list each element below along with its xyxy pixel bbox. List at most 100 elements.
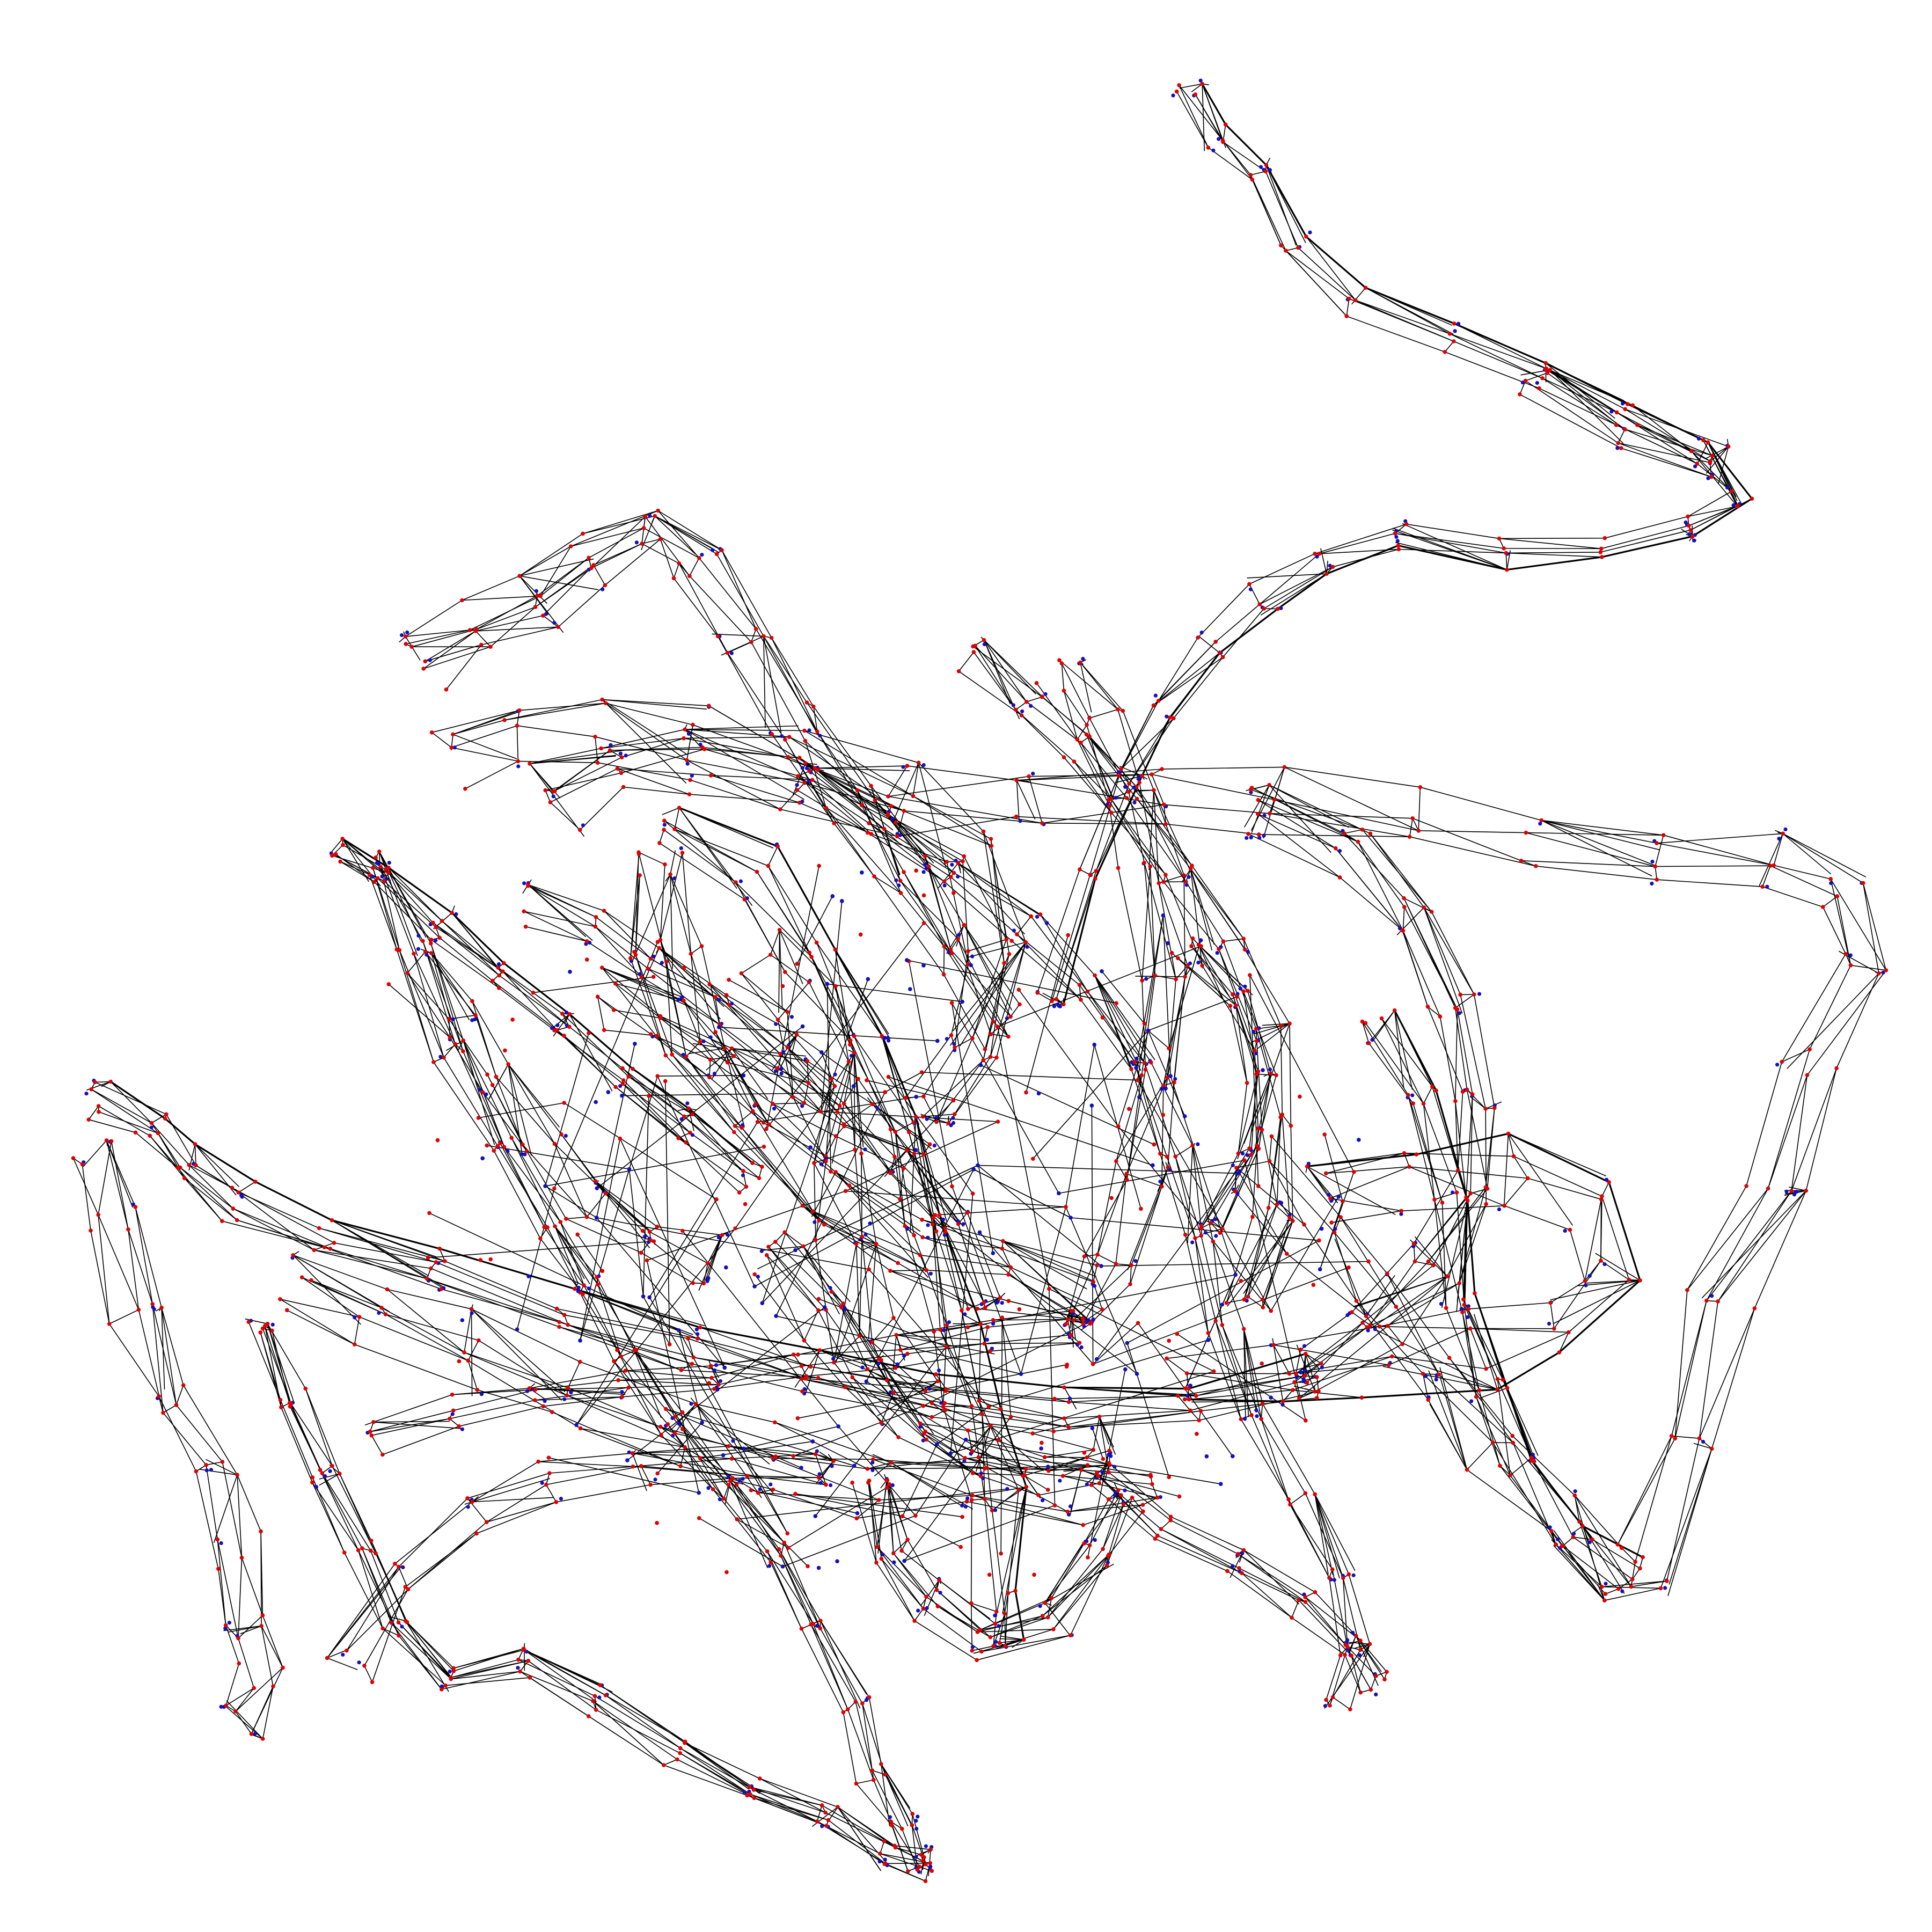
graph-edge (731, 1048, 769, 1100)
graph-node (1607, 1180, 1611, 1184)
graph-edge (688, 1108, 741, 1170)
graph-node (1101, 1457, 1106, 1461)
graph-edge (1153, 789, 1192, 873)
graph-node (928, 1864, 933, 1869)
graph-edge (1126, 1074, 1143, 1181)
graph-node (1050, 999, 1054, 1004)
graph-node (739, 971, 744, 976)
graph-node (920, 1218, 924, 1222)
graph-edge (904, 1416, 1012, 1562)
graph-node (1185, 1394, 1190, 1398)
graph-edge (1618, 1578, 1633, 1590)
graph-node (253, 1180, 258, 1184)
graph-node (706, 1486, 711, 1490)
graph-node (1196, 961, 1201, 965)
graph-node (1669, 1434, 1674, 1438)
graph-node (657, 841, 662, 845)
graph-edge (1295, 1322, 1363, 1374)
graph-node (1133, 1259, 1138, 1263)
graph-node (978, 1474, 983, 1479)
graph-edge (1351, 1655, 1361, 1693)
graph-edge (387, 1616, 406, 1621)
graph-edge-path (425, 543, 994, 1022)
graph-node (1069, 1333, 1073, 1337)
graph-node (807, 769, 811, 773)
graph-node (711, 1487, 715, 1491)
graph-edge (796, 896, 833, 964)
graph-node (1091, 1362, 1095, 1366)
graph-edge (874, 1462, 891, 1476)
graph-edge (432, 922, 503, 972)
graph-node (470, 1311, 474, 1315)
graph-edge (1319, 1201, 1343, 1270)
graph-node (1177, 1494, 1182, 1499)
graph-node (975, 1630, 980, 1634)
graph-edge (967, 1274, 1236, 1328)
graph-edge (983, 639, 1011, 704)
graph-node (452, 745, 457, 750)
graph-node (785, 1045, 790, 1050)
graph-node (706, 1261, 710, 1265)
graph-edge (1504, 1177, 1528, 1206)
graph-edge (175, 1385, 184, 1406)
graph-node (1081, 657, 1085, 661)
graph-edge (110, 1081, 153, 1124)
graph-node (819, 1162, 823, 1166)
graph-edge (1462, 1312, 1480, 1391)
graph-node (223, 1626, 228, 1630)
graph-edge (902, 1516, 961, 1548)
graph-node (920, 1858, 925, 1863)
graph-node (708, 1057, 713, 1062)
graph-edge (618, 1380, 719, 1385)
graph-edge (1195, 94, 1224, 141)
graph-edge (1126, 1240, 1320, 1344)
graph-node (701, 1281, 706, 1286)
graph-edge (1247, 573, 1327, 579)
graph-node (1455, 1168, 1460, 1173)
graph-node (1462, 1302, 1467, 1307)
graph-node (423, 949, 428, 954)
graph-edge (940, 1329, 972, 1407)
graph-node (1766, 1186, 1770, 1191)
graph-node (1716, 1299, 1720, 1304)
graph-edge (777, 982, 810, 1020)
graph-node (469, 1307, 474, 1311)
graph-node (1604, 1582, 1608, 1586)
graph-edge (1391, 1356, 1498, 1390)
graph-edge (815, 1453, 826, 1485)
graph-node (829, 1483, 833, 1488)
graph-node (449, 1677, 453, 1681)
graph-node (734, 880, 738, 884)
graph-node (619, 771, 624, 775)
graph-node (970, 1648, 975, 1653)
graph-node (631, 1464, 635, 1469)
graph-edge (670, 874, 673, 969)
graph-node (460, 1427, 465, 1431)
graph-node (998, 1296, 1002, 1300)
graph-node (722, 1365, 727, 1370)
graph-edge (1153, 789, 1160, 884)
graph-node (236, 1190, 241, 1195)
graph-node (774, 1314, 778, 1318)
graph-node (730, 1476, 735, 1481)
graph-edge (734, 1110, 753, 1126)
graph-node (945, 1037, 949, 1041)
graph-node (517, 574, 522, 578)
graph-node (338, 1472, 342, 1476)
graph-node (902, 870, 906, 874)
graph-node (696, 1336, 700, 1341)
graph-node (1366, 1041, 1371, 1045)
graph-node (1795, 1190, 1799, 1194)
graph-edge (673, 563, 680, 579)
graph-edge (1762, 865, 1771, 887)
graph-node (938, 1591, 942, 1595)
graph-node (1072, 759, 1077, 764)
graph-edge (448, 1019, 451, 1038)
graph-edge (678, 1330, 788, 1534)
graph-node (1250, 1214, 1255, 1219)
graph-edge (1016, 780, 1030, 782)
graph-node (1094, 1357, 1099, 1362)
graph-edge (819, 1452, 834, 1462)
graph-edge (1394, 533, 1506, 554)
graph-node (765, 1549, 770, 1554)
